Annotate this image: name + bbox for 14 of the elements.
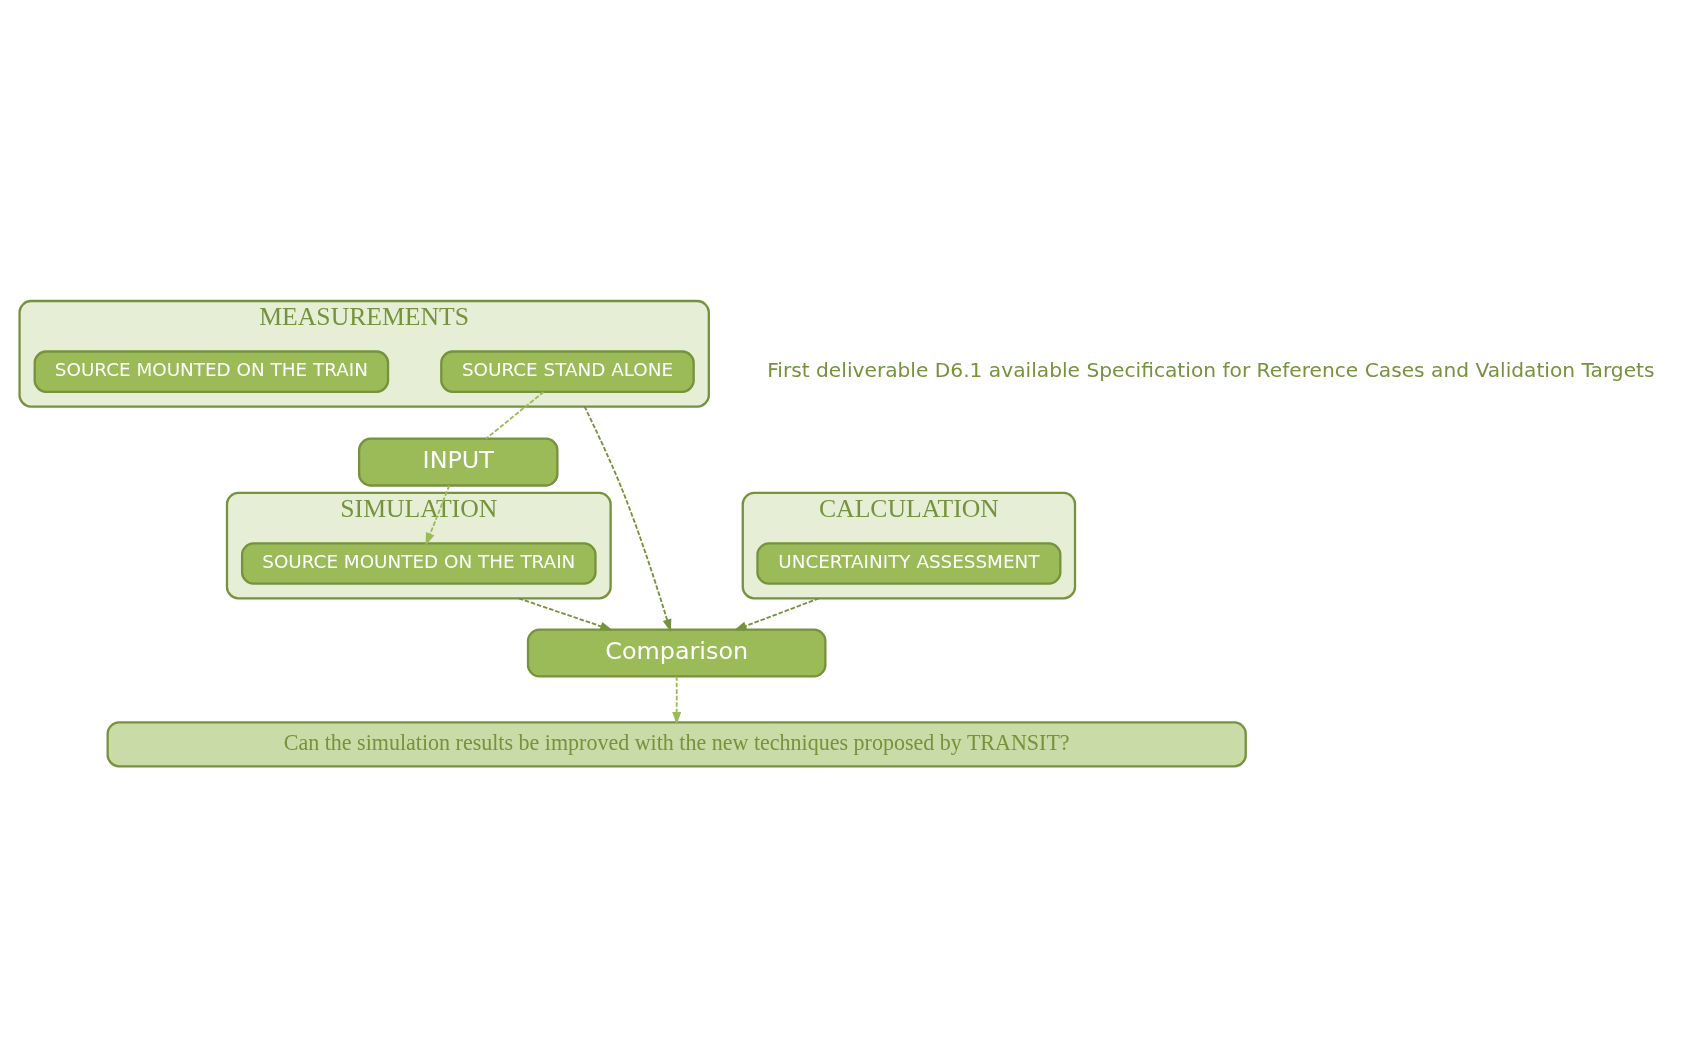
label: First deliverable D6.1 available Specification for Reference Cases and Validation Targets <box>767 357 1655 382</box>
node-box: INPUT <box>358 437 559 487</box>
arrow <box>672 675 682 725</box>
node-box: SOURCE MOUNTED ON THE TRAIN <box>240 542 597 585</box>
arrow <box>517 597 613 631</box>
arrow <box>425 484 451 546</box>
node-box: UNCERTAINITY ASSESSMENT <box>756 542 1062 585</box>
node-box: SOURCE STAND ALONE <box>440 350 695 393</box>
node-box: SOURCE MOUNTED ON THE TRAIN <box>33 350 390 393</box>
node-box: Comparison <box>526 628 827 678</box>
node-box: Can the simulation results be improved with the new techniques proposed by TRANSIT? <box>106 721 1247 768</box>
arrow <box>583 405 672 633</box>
connector <box>485 391 545 440</box>
arrow <box>733 597 820 631</box>
